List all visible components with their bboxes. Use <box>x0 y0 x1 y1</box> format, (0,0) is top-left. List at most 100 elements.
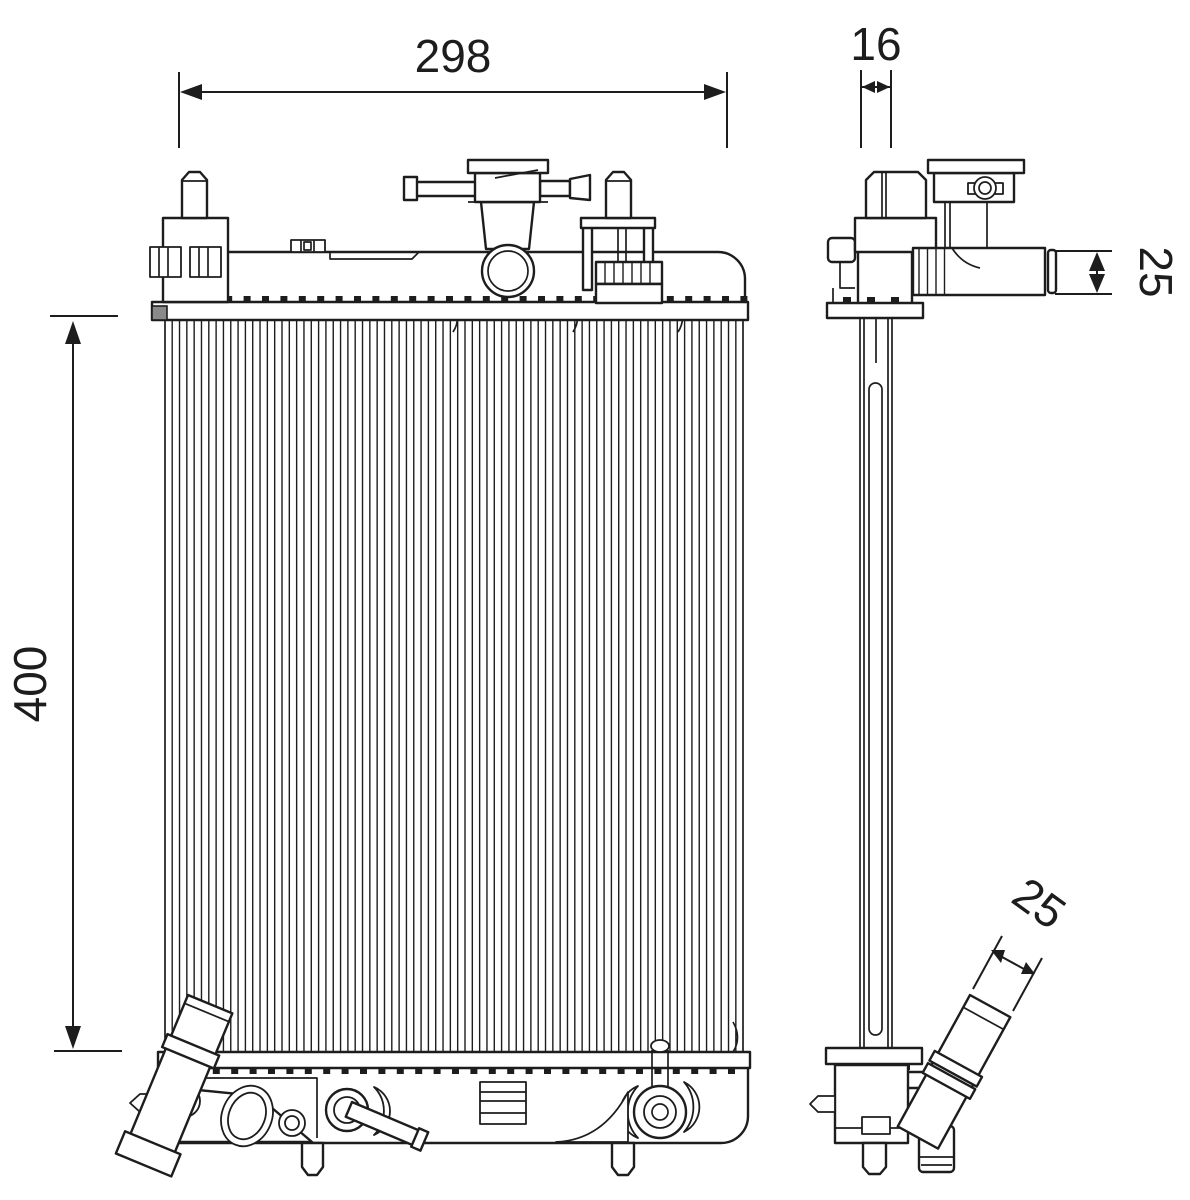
side-bottom-flange <box>824 1046 924 1066</box>
elbow-line <box>951 247 981 269</box>
drain-pipe-top <box>650 1039 670 1053</box>
side-bottom-fitting <box>809 993 1012 1176</box>
bottom-tank <box>161 1039 750 1177</box>
small-drain-pipe-end <box>410 1127 430 1152</box>
mounting-pin <box>300 1141 325 1177</box>
top-outlet-pipe <box>911 246 1047 297</box>
cap-right-arm-flare <box>568 173 592 202</box>
hose-end-band <box>184 1002 230 1023</box>
side-top-fitting <box>826 158 1058 305</box>
arrowhead-icon <box>991 950 1005 963</box>
dim-core-depth: 16 <box>850 18 902 148</box>
drain-wing-right <box>683 1081 701 1133</box>
pipe-collar <box>928 1049 984 1088</box>
hose-collar-ring-inner <box>227 1091 267 1141</box>
extension-line <box>1012 957 1043 1012</box>
dim-bottom-outlet: 25 <box>972 867 1075 1012</box>
drain-fitting <box>555 1039 701 1143</box>
lower-hose <box>114 993 274 1178</box>
side-pipe-stub <box>864 170 928 220</box>
right-pipe-stub <box>604 170 633 220</box>
pipe-ribs <box>918 248 946 295</box>
left-bracket-lines <box>832 262 855 303</box>
part-label-plate <box>479 1081 527 1125</box>
left-tab <box>826 236 857 264</box>
top-header-plate <box>150 300 750 322</box>
tank-inner-detail <box>861 1116 891 1135</box>
dim-top-outlet: 25 <box>1055 246 1182 298</box>
arrowhead-icon <box>1089 274 1105 293</box>
pipe-end-band <box>962 1006 1004 1031</box>
bracket-left-leg <box>581 224 594 292</box>
right-top-bracket <box>579 170 664 305</box>
ribbed-mount-block <box>594 260 664 286</box>
left-tab <box>809 1095 836 1113</box>
filler-cap-body <box>473 171 542 204</box>
top-header-end-tab <box>151 305 168 321</box>
top-tank-outline <box>226 250 747 304</box>
label-plate <box>479 1081 527 1125</box>
hose-end-flange <box>114 1130 182 1178</box>
left-pipe-stub <box>180 170 209 220</box>
top-tank-recess <box>329 251 420 260</box>
pipe-end-cap <box>1046 248 1058 295</box>
left-ribbed-nipple <box>149 246 182 278</box>
cap-lever-line <box>494 169 539 179</box>
arrowhead-icon <box>862 81 875 93</box>
side-view <box>809 158 1058 1176</box>
cap-right-arm <box>538 179 572 198</box>
side-top-flange <box>825 301 925 320</box>
drain-bore <box>651 1103 669 1121</box>
tank-top-clip <box>290 239 326 253</box>
mount-block-ribs <box>604 262 651 284</box>
mounting-pin <box>861 1141 888 1176</box>
small-drain-pipe <box>344 1100 430 1152</box>
clip-valve <box>303 241 312 251</box>
right-ribbed-nipple <box>189 246 222 278</box>
core-clip-icon <box>732 1021 739 1053</box>
bolt-hole <box>284 1115 300 1131</box>
bottom-tank-recess <box>163 1077 318 1138</box>
cap-circle-inner <box>978 181 992 195</box>
core-fins <box>171 320 737 1052</box>
drain-nut-inner <box>643 1095 677 1129</box>
filler-opening-outer <box>480 243 536 299</box>
filler-cap-plate <box>466 158 550 175</box>
overflow-nipple-tip <box>402 175 419 202</box>
dim-depth-value: 16 <box>850 18 901 70</box>
arrowhead-icon <box>1089 252 1105 271</box>
dim-overall-width: 298 <box>178 30 728 148</box>
mounting-pin <box>610 1141 636 1177</box>
gusset <box>555 1091 629 1143</box>
filler-opening-inner <box>487 250 529 292</box>
dim-width-value: 298 <box>415 30 492 82</box>
bracket-bar <box>579 216 657 230</box>
cap-circle-outer <box>973 176 997 200</box>
extension-line <box>972 935 1003 990</box>
side-top-flange-ticks <box>843 297 899 303</box>
bottom-header-plate <box>156 1050 752 1070</box>
mount-block-base <box>594 282 664 305</box>
pipe-collar <box>921 1061 977 1101</box>
front-view <box>114 158 752 1178</box>
arrowhead-icon <box>1021 962 1035 974</box>
side-core-slot <box>868 382 883 1036</box>
dim-top-outlet-value: 25 <box>1130 246 1182 297</box>
side-cap-plate <box>926 158 1026 175</box>
arrowhead-icon <box>180 84 202 100</box>
bottom-outlet-pipe <box>896 993 1012 1150</box>
arrowhead-icon <box>704 84 726 100</box>
dim-height-value: 400 <box>4 646 56 723</box>
arrowhead-icon <box>877 81 890 93</box>
filler-neck-assembly <box>402 158 592 299</box>
bottom-tank-outline <box>161 1066 750 1145</box>
dim-overall-height: 400 <box>4 315 122 1052</box>
arrowhead-icon <box>65 1026 81 1049</box>
side-core <box>859 318 893 1048</box>
hose-collar <box>160 1032 221 1070</box>
filler-funnel <box>479 200 536 251</box>
dim-bottom-outlet-value: 25 <box>1003 867 1075 939</box>
arrowhead-icon <box>65 321 81 344</box>
